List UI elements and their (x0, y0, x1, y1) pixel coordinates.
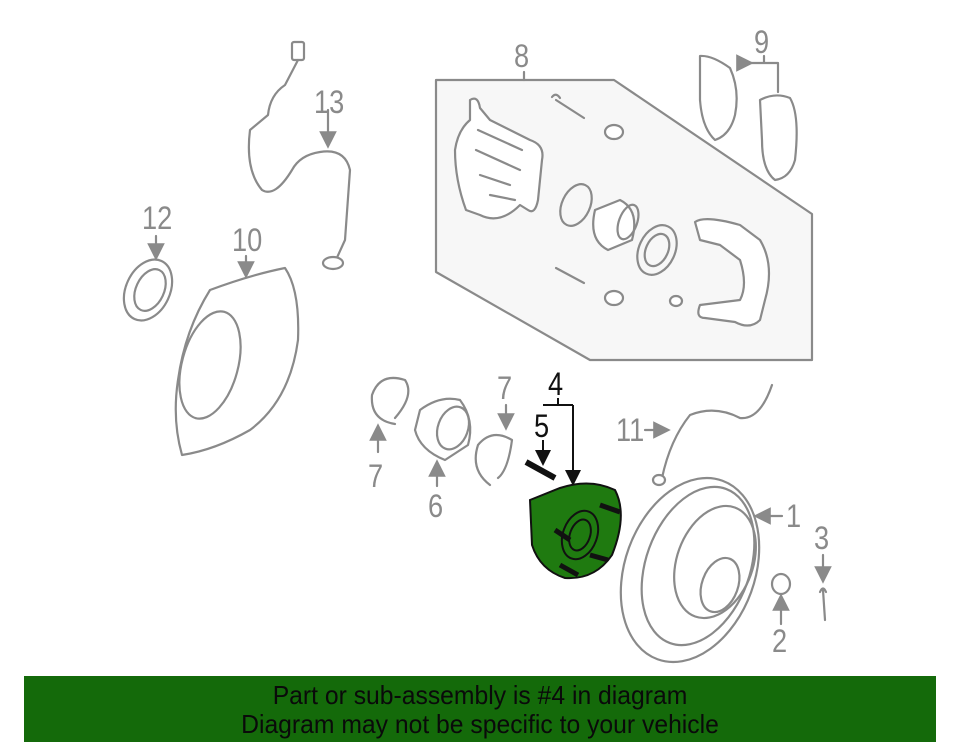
callout-11[interactable]: 11 (616, 412, 645, 448)
abs-sensor-group[interactable] (247, 40, 352, 271)
callout-13[interactable]: 13 (314, 84, 345, 120)
callout-6[interactable]: 6 (428, 488, 444, 524)
hub-assembly-highlight[interactable] (524, 459, 622, 580)
notice-banner: Part or sub-assembly is #4 in diagram Di… (24, 676, 936, 742)
callout-8[interactable]: 8 (514, 38, 530, 74)
banner-line-part: Part or sub-assembly is #4 in diagram (272, 680, 688, 710)
callout-12[interactable]: 12 (142, 200, 173, 236)
callout-3[interactable]: 3 (814, 520, 830, 556)
splash-shield-group[interactable] (169, 254, 300, 457)
hub-nut-group[interactable] (770, 572, 792, 626)
cotter-pin-group[interactable] (814, 553, 832, 622)
callout-7-right[interactable]: 7 (497, 370, 513, 406)
callout-1[interactable]: 1 (786, 498, 802, 534)
callout-4[interactable]: 4 (548, 366, 564, 402)
caliper-kit-group[interactable] (434, 70, 814, 362)
tone-ring-group[interactable] (115, 234, 182, 328)
callout-10[interactable]: 10 (232, 222, 263, 258)
bearing-group[interactable] (369, 376, 515, 488)
brake-pads-group[interactable] (698, 54, 798, 182)
callout-7-left[interactable]: 7 (368, 458, 384, 494)
brake-hose-group[interactable] (643, 383, 774, 487)
banner-line-disclaimer: Diagram may not be specific to your vehi… (241, 709, 719, 739)
brake-rotor-group[interactable] (596, 458, 784, 681)
callout-9[interactable]: 9 (754, 24, 770, 60)
callout-5[interactable]: 5 (534, 408, 550, 444)
callout-2[interactable]: 2 (772, 623, 788, 659)
